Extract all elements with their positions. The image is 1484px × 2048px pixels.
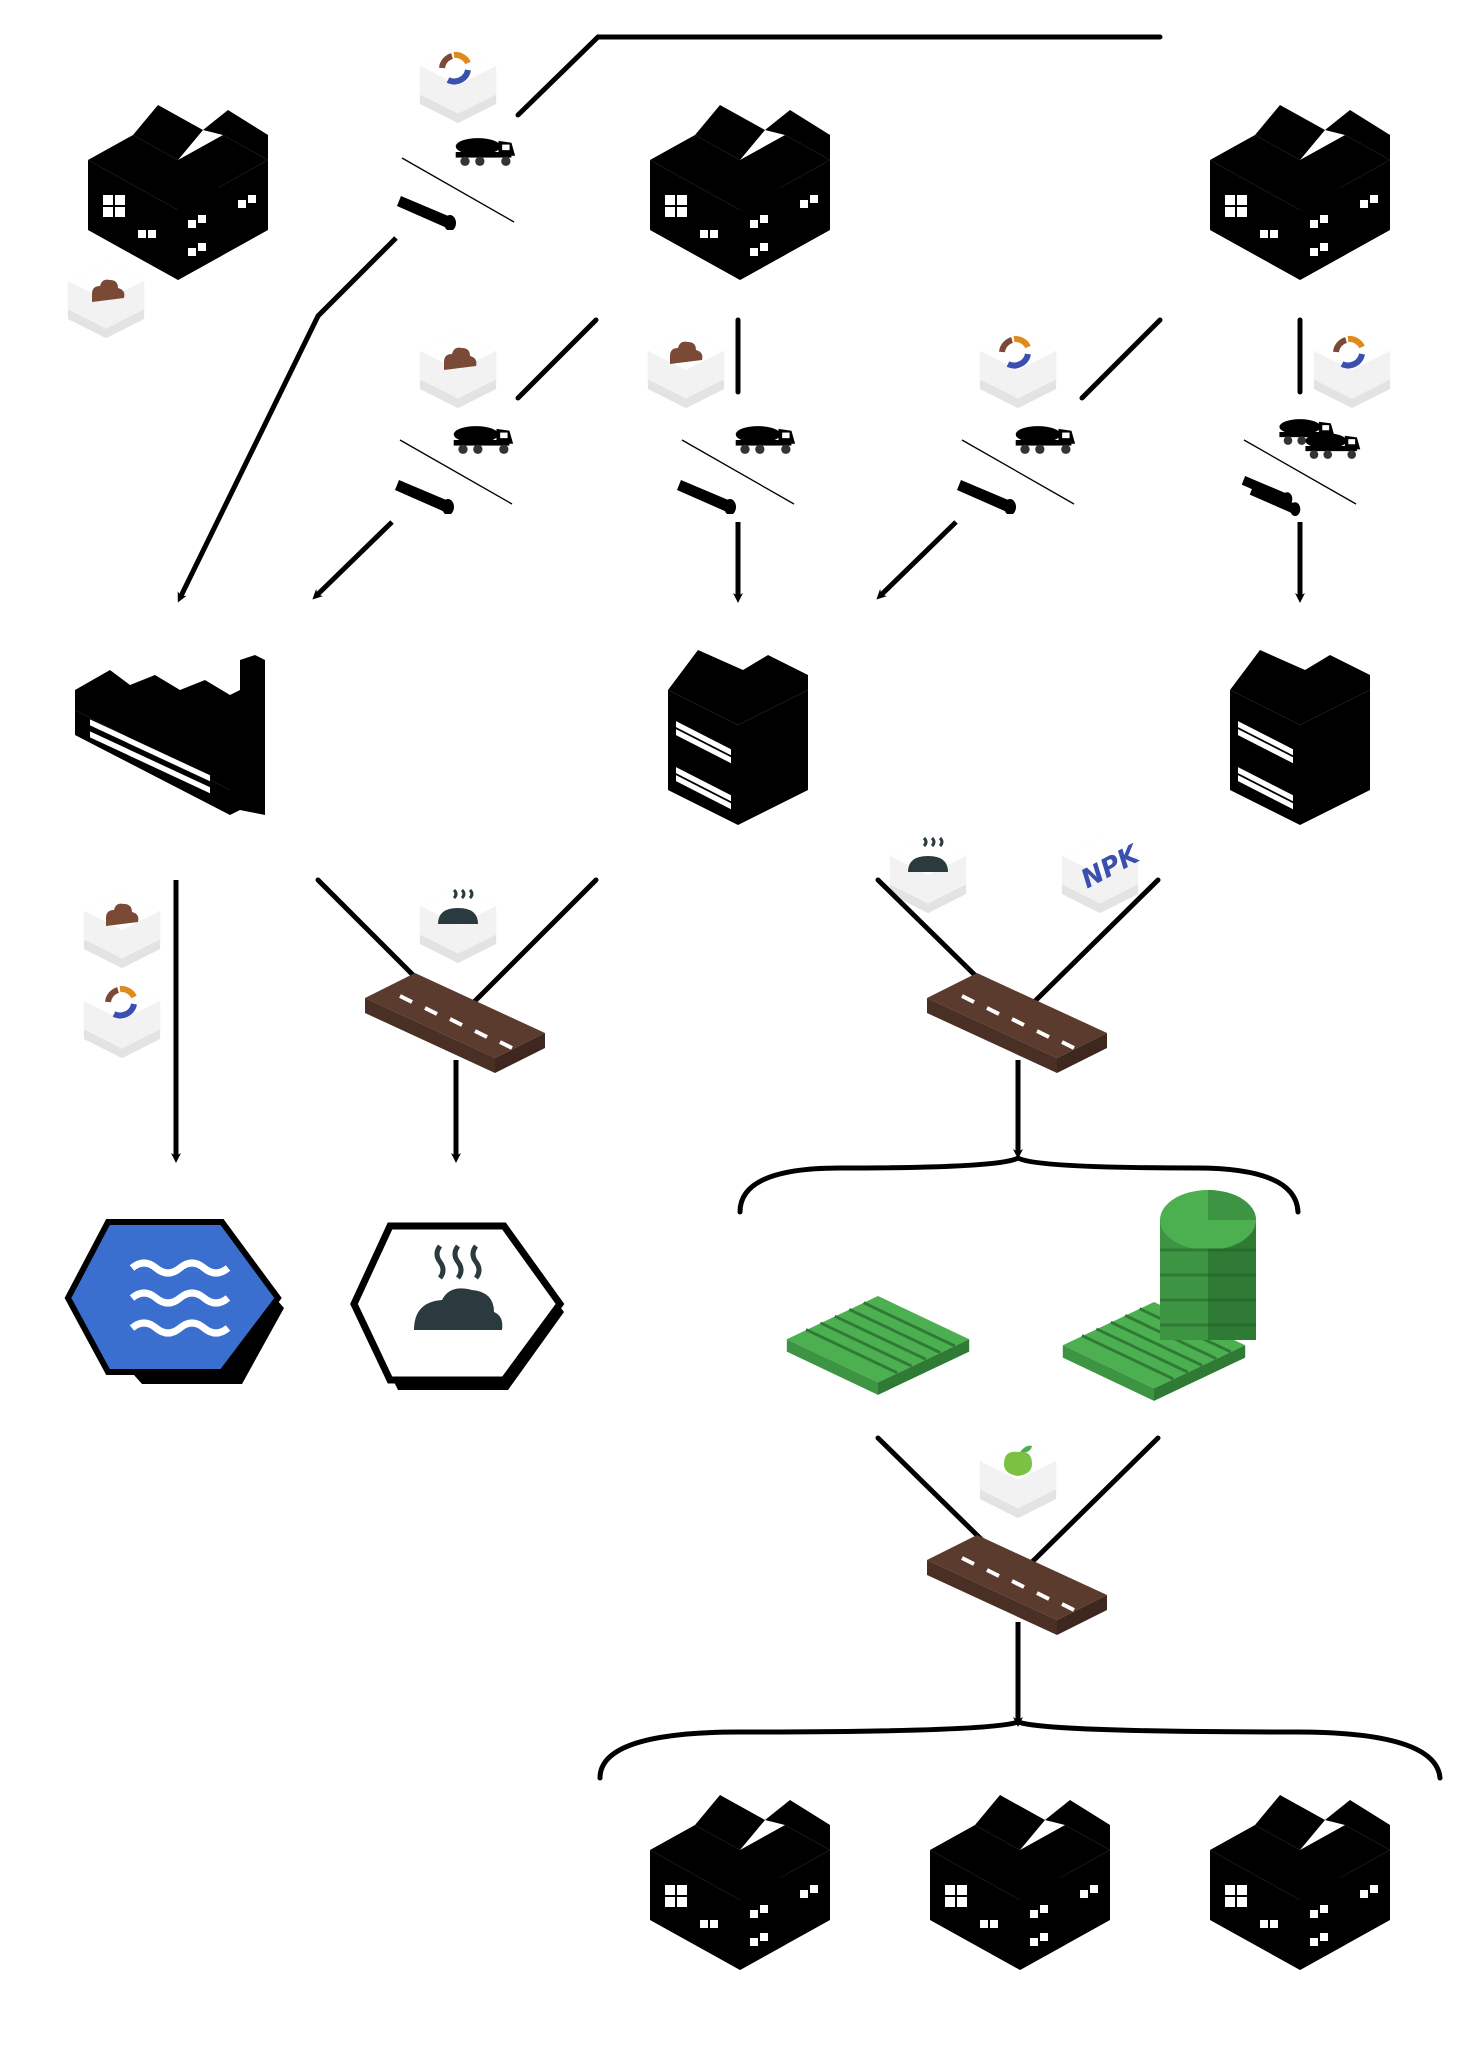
recycle-icon xyxy=(439,51,471,85)
sludge-icon xyxy=(908,836,948,872)
recycle-badge xyxy=(83,981,161,1059)
pipe-icon xyxy=(395,480,454,514)
recycle-badge xyxy=(419,46,497,124)
top-connector xyxy=(515,34,1163,118)
pipe-icon xyxy=(1241,476,1301,516)
connector-line xyxy=(1027,1435,1161,1567)
poop-badge xyxy=(419,331,497,409)
connector-line xyxy=(1027,877,1161,1009)
house-gray-icon xyxy=(650,105,830,280)
arrow-to-dark-factory xyxy=(177,236,398,603)
split-brace xyxy=(597,1719,1443,1781)
tanker-truck-icon xyxy=(735,426,796,454)
sludge-icon xyxy=(438,888,478,924)
divider-line xyxy=(681,439,795,505)
poop-icon xyxy=(670,341,703,364)
arrow-to-dark-factory xyxy=(312,520,394,600)
recycle-icon xyxy=(105,985,137,1019)
silo-field-icon xyxy=(1061,1190,1256,1403)
pipe-icon xyxy=(397,196,456,230)
npk-badge: NPK xyxy=(1061,836,1146,914)
sludge-badge xyxy=(889,836,967,914)
factory-gray-icon xyxy=(668,650,808,825)
tanker-truck-icon xyxy=(1015,426,1076,454)
poop-icon xyxy=(444,347,477,370)
house-gray-icon xyxy=(930,1795,1110,1970)
sludge-badge xyxy=(419,886,497,964)
tanker-truck-icon xyxy=(1279,419,1361,459)
poop-badge xyxy=(647,331,725,409)
recycle-badge xyxy=(979,331,1057,409)
apple-badge xyxy=(979,1441,1057,1519)
divider-line xyxy=(961,439,1075,505)
poop-icon xyxy=(106,903,139,926)
connector-line xyxy=(315,877,423,985)
divider-line xyxy=(1243,439,1357,505)
sludge-hex-icon xyxy=(350,1222,565,1390)
pipe-icon xyxy=(677,480,736,514)
tanker-truck-icon xyxy=(455,138,516,166)
poop-icon xyxy=(92,279,125,302)
factory-dark-icon xyxy=(75,655,265,815)
poop-badge xyxy=(83,891,161,969)
recycle-badge xyxy=(1313,331,1391,409)
house-dark-icon xyxy=(88,105,268,280)
recycle-icon xyxy=(999,335,1031,369)
factory-green-icon xyxy=(1230,650,1370,825)
pipe-icon xyxy=(957,480,1016,514)
divider-line xyxy=(401,157,515,223)
road-icon xyxy=(925,971,1109,1075)
field-icon xyxy=(785,1294,971,1397)
house-green-icon xyxy=(1210,105,1390,280)
connector-line xyxy=(875,877,987,987)
split-brace xyxy=(737,1155,1301,1215)
recycle-icon xyxy=(1333,335,1365,369)
road-icon xyxy=(363,971,547,1075)
poop-badge xyxy=(67,261,145,339)
road-icon xyxy=(925,1533,1109,1637)
connector-line xyxy=(875,1435,987,1545)
water-hex-icon xyxy=(64,1219,284,1384)
divider-line xyxy=(399,439,513,505)
connector-line xyxy=(515,317,599,401)
apple-icon xyxy=(1004,1445,1032,1476)
connector-line xyxy=(1079,317,1163,401)
house-dark-icon xyxy=(650,1795,830,1970)
house-green-icon xyxy=(1210,1795,1390,1970)
arrow-to-gray-factory xyxy=(876,520,958,600)
connector-line xyxy=(467,877,599,1009)
tanker-truck-icon xyxy=(453,426,514,454)
